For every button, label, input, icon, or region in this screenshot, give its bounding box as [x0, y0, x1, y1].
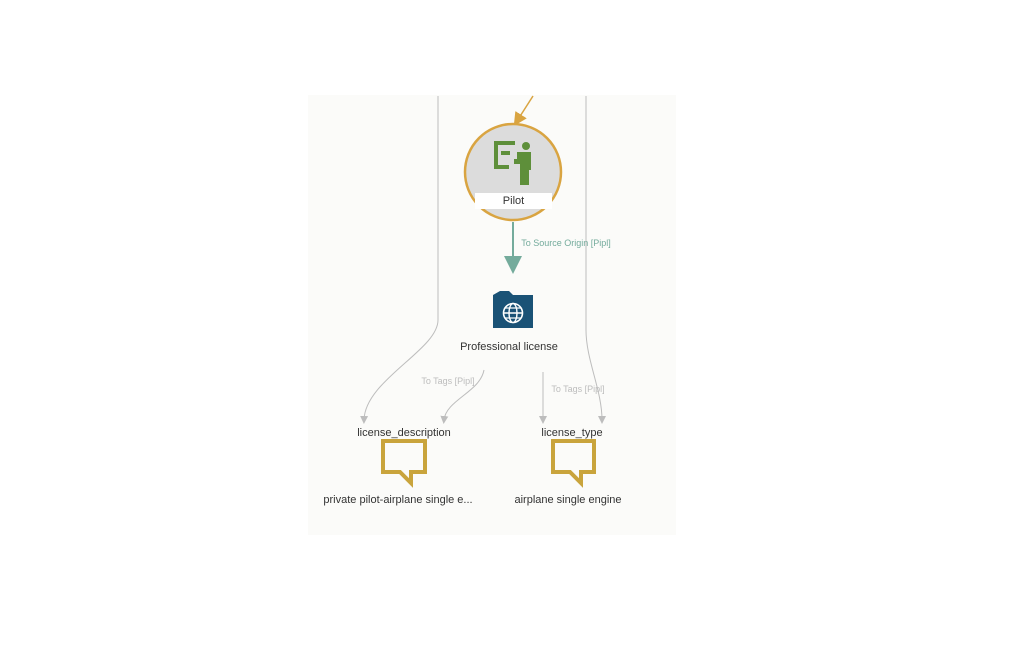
edge-label-tags-right: To Tags [Pipl] [551, 384, 605, 394]
license-type-value: airplane single engine [514, 494, 622, 506]
license-description-value: private pilot-airplane single e... [323, 494, 473, 506]
professional-license-label: Professional license [460, 341, 558, 353]
edge-incoming-right[interactable] [585, 96, 606, 424]
license-type-label: license_type [541, 427, 603, 439]
edge-label-tags-left: To Tags [Pipl] [421, 376, 475, 386]
edge-label-source-origin: To Source Origin [Pipl] [521, 238, 611, 248]
edge-incoming-left[interactable] [360, 96, 439, 424]
speech-bubble-icon[interactable] [381, 439, 427, 488]
speech-bubble-icon[interactable] [551, 439, 596, 488]
presenter-board-icon [494, 141, 531, 185]
edge-tags-left[interactable] [440, 369, 485, 424]
pilot-label: Pilot [475, 193, 552, 209]
edge-incoming-pilot[interactable] [513, 95, 534, 127]
license-description-label: license_description [357, 427, 451, 439]
globe-folder-icon[interactable] [493, 291, 533, 328]
